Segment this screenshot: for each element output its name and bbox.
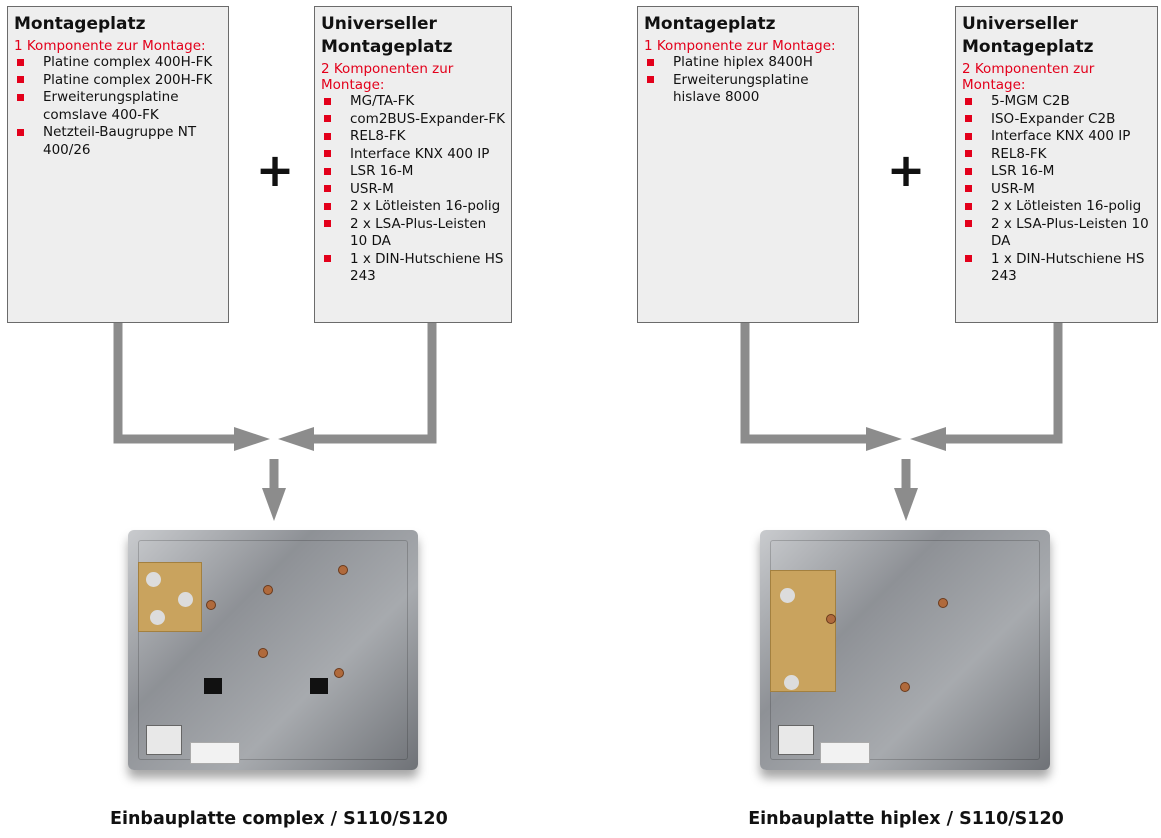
screw-hole [826,614,836,624]
arrow-down-icon [262,488,286,521]
list-item: 5-MGM C2B [962,93,1151,111]
switch [310,678,328,694]
list-item: USR-M [321,181,505,199]
list-item: LSR 16-M [321,163,505,181]
list-item: 2 x LSA-Plus-Leisten 10 DA [962,216,1151,251]
universal-montageplatz-title: Universeller Montageplatz [321,14,453,57]
list-item: Platine hiplex 8400H [644,54,852,72]
list-item: ISO-Expander C2B [962,111,1151,129]
list-item: REL8-FK [962,146,1151,164]
screw-hole [334,668,344,678]
montageplatz-box-right: Montageplatz 1 Komponente zur Montage: P… [637,6,859,323]
screw-hole [900,682,910,692]
list-item: Netzteil-Baugruppe NT 400/26 [14,124,222,159]
list-item: Erweiterungsplatine hislave 8000 [644,72,852,107]
plate-dot [784,675,799,690]
arrow-down-icon [894,488,918,521]
keypad [778,725,814,755]
mounting-plate-hiplex [760,530,1050,770]
component-list: MG/TA-FK com2BUS-Expander-FK REL8-FK Int… [321,93,505,286]
list-item: LSR 16-M [962,163,1151,181]
mounting-plate-complex [128,530,418,770]
list-item: Platine complex 400H-FK [14,54,222,72]
list-item: 2 x LSA-Plus-Leisten 10 DA [321,216,505,251]
universal-montageplatz-subtitle: 2 Komponenten zur Montage: [962,61,1095,93]
list-item: 1 x DIN-Hutschiene HS 243 [321,251,505,286]
list-item: Platine complex 200H-FK [14,72,222,90]
plus-sign: + [886,143,926,197]
list-item: Interface KNX 400 IP [321,146,505,164]
plus-sign: + [255,143,295,197]
screw-hole [258,648,268,658]
arrow-right-icon [234,427,270,451]
list-item: 2 x Lötleisten 16-polig [321,198,505,216]
universal-montageplatz-title: Universeller Montageplatz [962,14,1094,57]
list-item: Interface KNX 400 IP [962,128,1151,146]
screw-hole [338,565,348,575]
montageplatz-title: Montageplatz [14,14,146,34]
list-item: 1 x DIN-Hutschiene HS 243 [962,251,1151,286]
list-item: USR-M [962,181,1151,199]
screw-hole [938,598,948,608]
screw-hole [206,600,216,610]
universal-montageplatz-box-left: Universeller Montageplatz 2 Komponenten … [314,6,512,323]
arrow-left-icon [278,427,314,451]
arrow-right-icon [866,427,902,451]
plate-dot [146,572,161,587]
connector-line [310,323,437,444]
component-list: Platine hiplex 8400H Erweiterungsplatine… [644,54,852,107]
component-list: 5-MGM C2B ISO-Expander C2B Interface KNX… [962,93,1151,286]
sticker [770,570,836,692]
label-card [820,742,870,764]
label-card [190,742,240,764]
plate-dot [178,592,193,607]
screw-hole [263,585,273,595]
connector-line [113,323,240,444]
connector-line [740,323,872,444]
arrow-left-icon [910,427,946,451]
connector-line [942,323,1063,444]
universal-montageplatz-box-right: Universeller Montageplatz 2 Komponenten … [955,6,1158,323]
list-item: com2BUS-Expander-FK [321,111,505,129]
component-list: Platine complex 400H-FK Platine complex … [14,54,222,159]
montageplatz-title: Montageplatz [644,14,776,34]
list-item: MG/TA-FK [321,93,505,111]
list-item: 2 x Lötleisten 16-polig [962,198,1151,216]
plate-border [138,540,408,760]
keypad [146,725,182,755]
montageplatz-box-left: Montageplatz 1 Komponente zur Montage: P… [7,6,229,323]
switch [204,678,222,694]
universal-montageplatz-subtitle: 2 Komponenten zur Montage: [321,61,454,93]
montageplatz-subtitle: 1 Komponente zur Montage: [644,38,836,54]
plate-caption: Einbauplatte hiplex / S110/S120 [748,809,1064,829]
plate-dot [780,588,795,603]
plate-dot [150,610,165,625]
plate-caption: Einbauplatte complex / S110/S120 [110,809,448,829]
list-item: REL8-FK [321,128,505,146]
montageplatz-subtitle: 1 Komponente zur Montage: [14,38,206,54]
list-item: Erweiterungsplatine comslave 400-FK [14,89,222,124]
